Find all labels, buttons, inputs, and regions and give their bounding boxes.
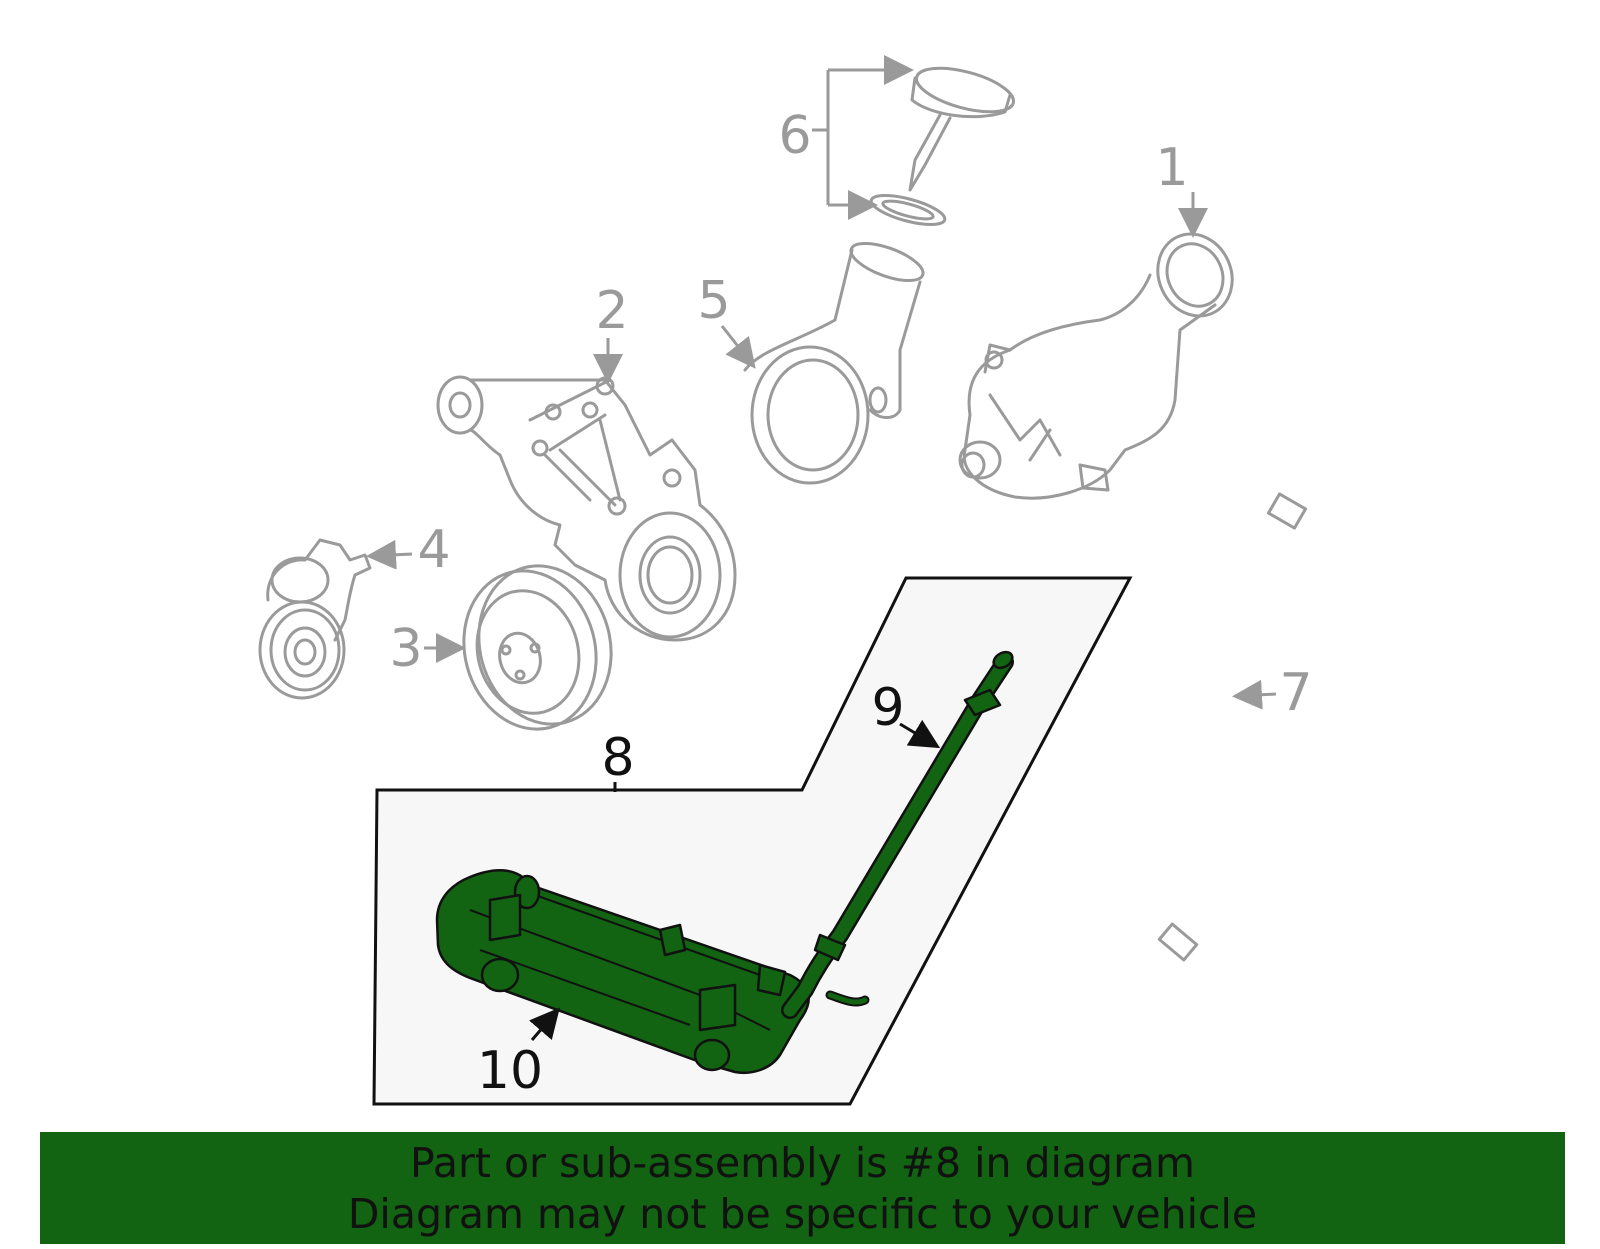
part-label-3: 3 xyxy=(389,619,422,679)
leader-7 xyxy=(1232,679,1277,710)
water-pump-housing xyxy=(958,232,1234,500)
leader-9 xyxy=(899,719,941,749)
plug-and-seal xyxy=(869,66,1016,226)
part-label-1: 1 xyxy=(1155,138,1188,198)
part-label-6: 6 xyxy=(778,106,811,166)
inlet-elbow xyxy=(743,242,925,485)
part-info-banner: Part or sub-assembly is #8 in diagram Di… xyxy=(40,1132,1565,1244)
part-label-4: 4 xyxy=(417,520,450,580)
oil-cooler xyxy=(435,869,810,1074)
banner-line-1: Part or sub-assembly is #8 in diagram xyxy=(410,1139,1195,1187)
leader-4 xyxy=(366,539,413,570)
part-label-8: 8 xyxy=(601,728,634,788)
pulley xyxy=(462,564,613,731)
part-label-9: 9 xyxy=(871,678,904,738)
part-label-7: 7 xyxy=(1279,663,1312,723)
part-label-2: 2 xyxy=(595,281,628,341)
coolant-hose xyxy=(1131,405,1335,1020)
part-label-10: 10 xyxy=(477,1041,543,1101)
mounting-bracket xyxy=(436,375,737,642)
leader-5 xyxy=(720,325,756,369)
belt-tensioner xyxy=(258,538,372,700)
leader-6-bracket xyxy=(812,70,830,205)
part-label-5: 5 xyxy=(697,271,730,331)
leader-10 xyxy=(528,1007,560,1041)
cooler-tube xyxy=(781,650,1014,1019)
banner-line-2: Diagram may not be specific to your vehi… xyxy=(347,1190,1258,1238)
